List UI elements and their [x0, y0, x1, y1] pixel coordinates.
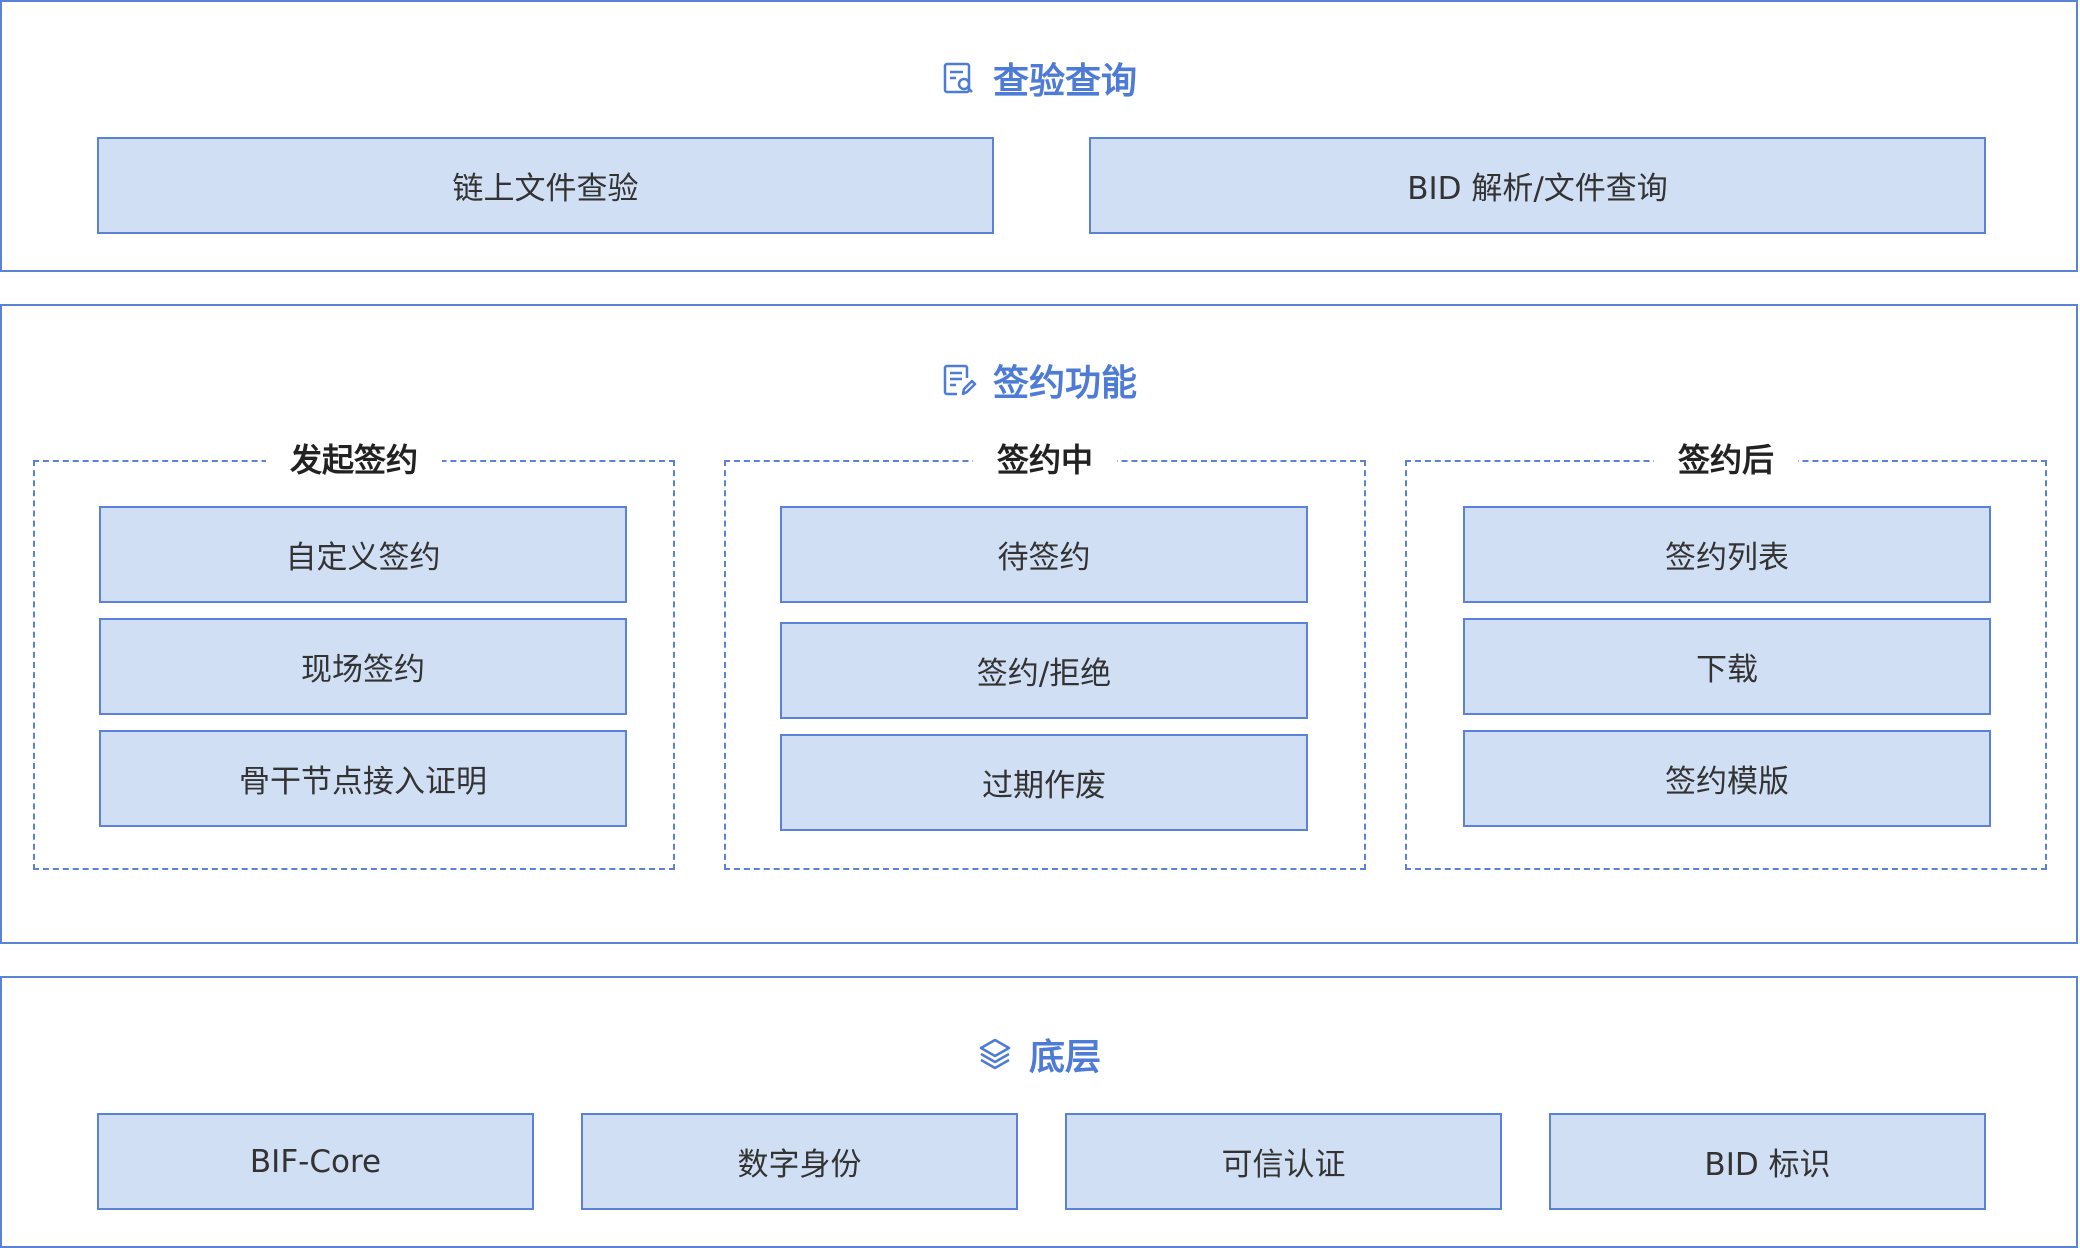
sign-section: 签约功能 发起签约 自定义签约 现场签约 骨干节点接入证明 签约中 待签约 签约…	[0, 304, 2078, 944]
base-item-bid-identifier: BID 标识	[1549, 1113, 1986, 1210]
base-item-bif-core: BIF-Core	[97, 1113, 534, 1210]
base-item-digital-identity: 数字身份	[581, 1113, 1018, 1210]
query-item-chain-file-verify: 链上文件查验	[97, 137, 994, 234]
base-section-title: 底层	[1028, 1037, 1101, 1078]
group-initiate-sign: 发起签约 自定义签约 现场签约 骨干节点接入证明	[33, 436, 675, 870]
sign-section-header: 签约功能	[2, 354, 2076, 406]
item-onsite-sign: 现场签约	[99, 618, 627, 715]
query-section-title: 查验查询	[992, 61, 1137, 102]
group-signing-title: 签约中	[972, 436, 1118, 484]
document-edit-icon	[943, 364, 977, 396]
group-signing: 签约中 待签约 签约/拒绝 过期作废	[724, 436, 1366, 870]
item-pending-sign: 待签约	[780, 506, 1308, 603]
group-after-sign: 签约后 签约列表 下载 签约模版	[1405, 436, 2047, 870]
query-section: 查验查询 链上文件查验 BID 解析/文件查询	[0, 0, 2078, 272]
base-section: 底层 BIF-Core 数字身份 可信认证 BID 标识	[0, 976, 2078, 1248]
item-sign-reject: 签约/拒绝	[780, 622, 1308, 719]
item-backbone-node-proof: 骨干节点接入证明	[99, 730, 627, 827]
item-custom-sign: 自定义签约	[99, 506, 627, 603]
sign-section-title: 签约功能	[992, 363, 1137, 404]
base-section-header: 底层	[2, 1028, 2076, 1080]
item-sign-list: 签约列表	[1463, 506, 1991, 603]
group-initiate-sign-title: 发起签约	[265, 436, 443, 484]
item-sign-template: 签约模版	[1463, 730, 1991, 827]
group-after-sign-title: 签约后	[1653, 436, 1799, 484]
item-expired-void: 过期作废	[780, 734, 1308, 831]
item-download: 下载	[1463, 618, 1991, 715]
base-item-trusted-auth: 可信认证	[1065, 1113, 1502, 1210]
query-section-header: 查验查询	[2, 52, 2076, 104]
query-item-bid-resolve: BID 解析/文件查询	[1089, 137, 1986, 234]
layers-icon	[979, 1038, 1011, 1070]
document-search-icon	[943, 62, 973, 94]
